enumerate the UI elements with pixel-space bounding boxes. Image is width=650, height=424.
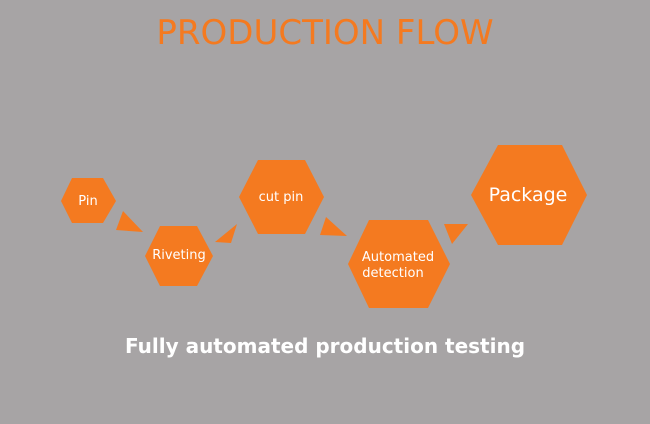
step-label-cut-pin: cut pin [259, 190, 304, 205]
hexagon-shape [61, 178, 116, 223]
hexagon-shape [471, 145, 587, 245]
step-cut-pin: cut pin [239, 160, 324, 234]
arrow-icon [215, 224, 237, 243]
step-label-package: Package [489, 184, 568, 206]
hexagon-shape [239, 160, 324, 234]
step-label-pin: Pin [78, 194, 97, 209]
arrow-icon [320, 217, 347, 236]
arrow-icon [444, 224, 468, 244]
step-label-detection: detection [362, 266, 423, 281]
hexagon-shape [348, 220, 450, 308]
arrow-icon [116, 211, 143, 232]
step-riveting: Riveting [145, 226, 213, 286]
step-label-riveting: Riveting [152, 248, 206, 263]
step-package: Package [471, 145, 587, 245]
diagram-subtitle: Fully automated production testing [124, 334, 526, 358]
hexagon-shape [145, 226, 213, 286]
diagram-title: PRODUCTION FLOW [156, 13, 494, 53]
step-pin: Pin [61, 178, 116, 223]
step-label-automated: Automated [362, 250, 434, 265]
step-automated-detection: Automated detection [348, 220, 450, 308]
